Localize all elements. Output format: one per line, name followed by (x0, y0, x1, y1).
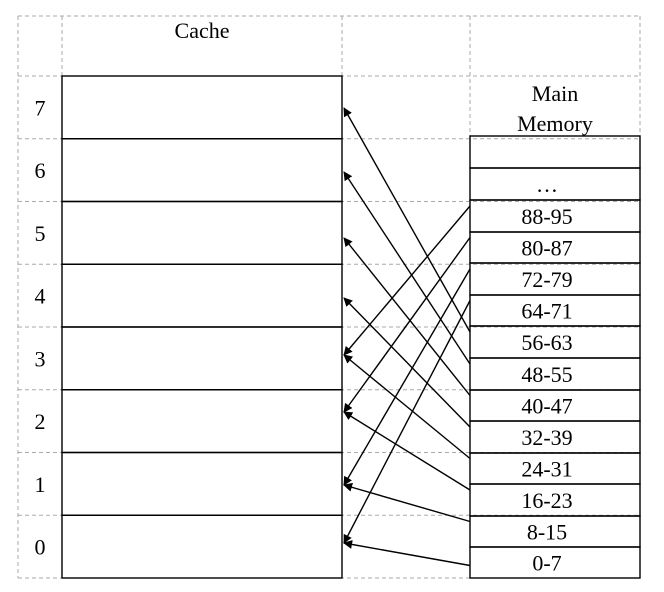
arrow-24-31-to-3 (343, 354, 471, 460)
cache-line-2 (61, 389, 343, 454)
cache-line-7 (61, 75, 343, 140)
arrow-56-63-to-7 (343, 107, 471, 333)
arrow-32-39-to-4 (343, 297, 471, 428)
memory-block-label-72-79: 72-79 (521, 267, 572, 292)
cache-line-1 (61, 451, 343, 516)
memory-block-label-16-23: 16-23 (521, 488, 572, 513)
cache-line-6 (61, 138, 343, 203)
memory-block-13 (469, 546, 641, 579)
cache-row-label-4: 4 (35, 284, 46, 309)
memory-block-label-…: … (536, 172, 558, 197)
memory-block-label-48-55: 48-55 (521, 362, 572, 387)
cache-row-label-2: 2 (35, 409, 46, 434)
cache-line-3 (61, 326, 343, 391)
memory-block-label-24-31: 24-31 (521, 457, 572, 482)
memory-block-label-80-87: 80-87 (521, 236, 572, 261)
cache-title: Cache (175, 18, 230, 43)
arrow-72-79-to-1 (343, 268, 471, 486)
memory-block-label-32-39: 32-39 (521, 425, 572, 450)
cache-line-0 (61, 514, 343, 579)
memory-block-0 (469, 135, 641, 169)
cache-column: Cache (61, 18, 343, 579)
arrow-88-95-to-3 (343, 205, 471, 356)
cache-row-label-5: 5 (35, 221, 46, 246)
arrow-48-55-to-6 (343, 171, 471, 365)
memory-block-label-56-63: 56-63 (521, 330, 572, 355)
arrow-16-23-to-2 (343, 411, 471, 491)
memory-block-label-8-15: 8-15 (527, 520, 567, 545)
cache-row-index-labels: 7 6 5 4 3 2 1 0 (35, 95, 46, 559)
arrow-0-7-to-0 (343, 539, 471, 567)
arrow-8-15-to-1 (343, 482, 471, 523)
memory-title-line2: Memory (517, 111, 593, 136)
memory-block-label-88-95: 88-95 (521, 204, 572, 229)
cache-row-label-0: 0 (35, 535, 46, 560)
main-memory-column: Main Memory … 88-95 80-87 72-79 64-71 56-63 48… (469, 81, 641, 579)
memory-block-label-0-7: 0-7 (532, 551, 561, 576)
cache-row-label-6: 6 (35, 158, 46, 183)
cache-line-4 (61, 263, 343, 328)
cache-row-label-3: 3 (35, 346, 46, 371)
cache-row-label-1: 1 (35, 472, 46, 497)
memory-block-label-64-71: 64-71 (521, 299, 572, 324)
arrow-80-87-to-2 (343, 237, 471, 413)
mapping-arrows (343, 107, 471, 567)
arrow-40-47-to-5 (343, 237, 471, 396)
arrow-64-71-to-0 (343, 300, 471, 544)
memory-title-line1: Main (532, 81, 578, 106)
cache-line-5 (61, 200, 343, 265)
memory-block-label-40-47: 40-47 (521, 394, 572, 419)
cache-row-label-7: 7 (35, 95, 46, 120)
